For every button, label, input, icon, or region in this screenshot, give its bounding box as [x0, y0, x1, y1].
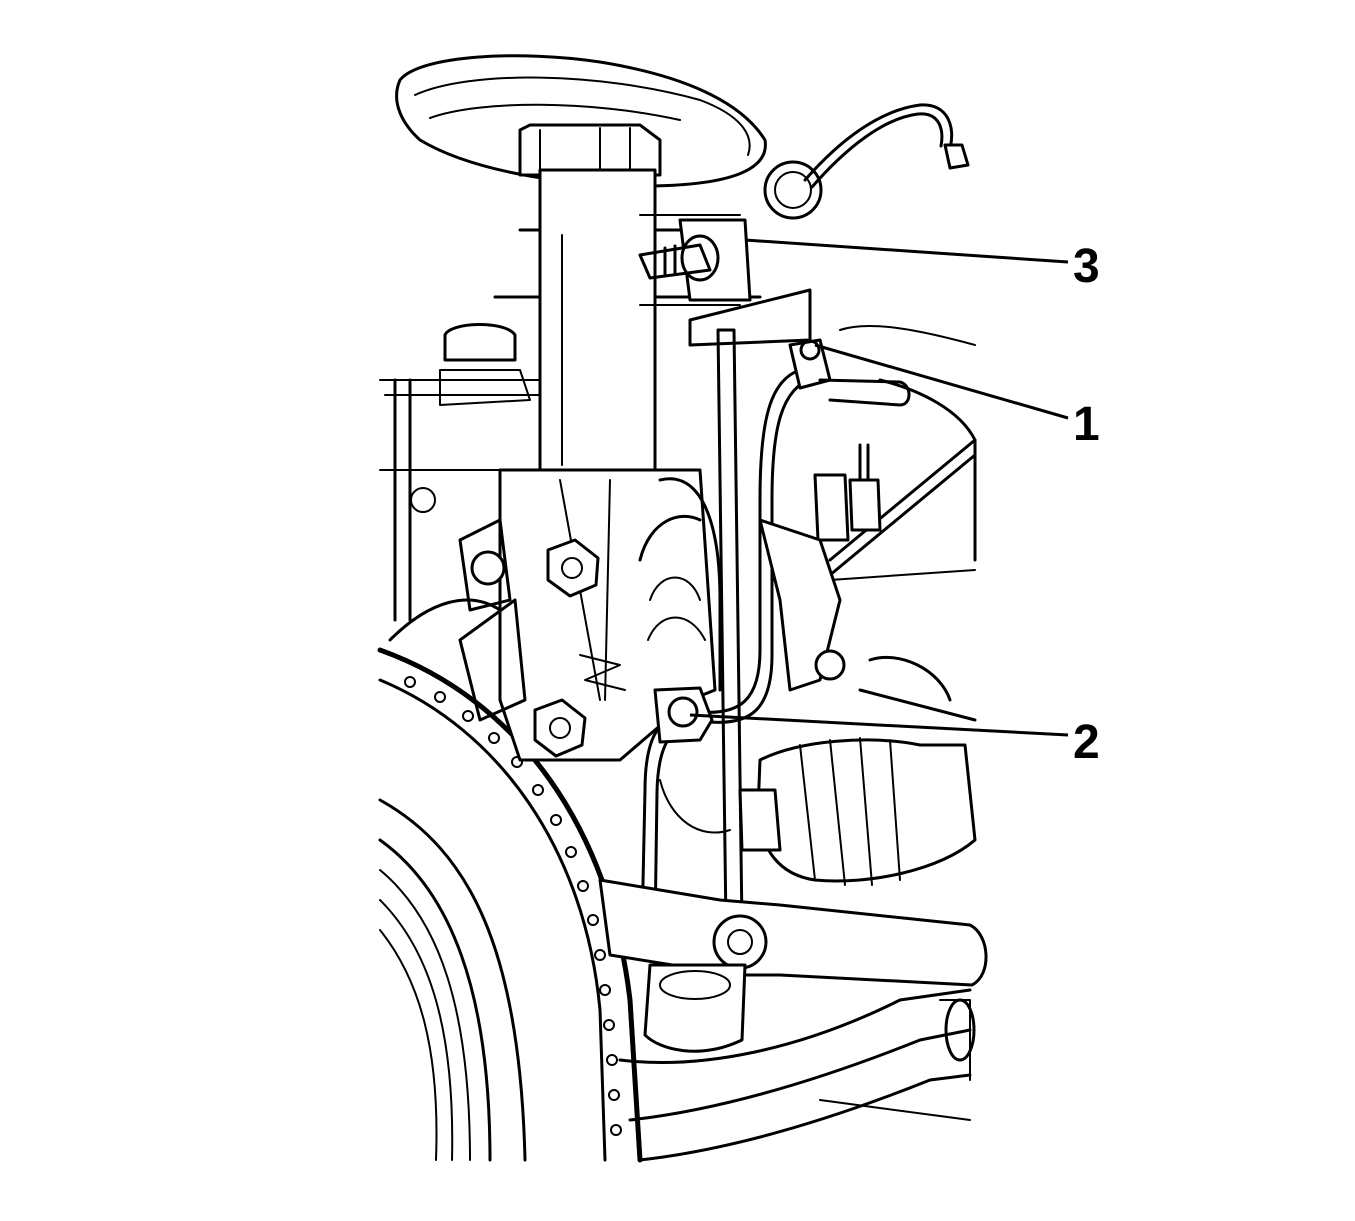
leader-2: [689, 713, 1069, 737]
steering-knuckle: [498, 468, 717, 762]
sensor-harness: [763, 103, 970, 220]
lower-control-arm: [598, 878, 988, 1053]
dust-shield: [638, 477, 731, 834]
lower-link-joint: [653, 686, 714, 744]
callout-2: 2: [1073, 716, 1100, 769]
leader-1: [814, 343, 1069, 420]
callout-leaders: [689, 238, 1069, 737]
engine-bay-left: [379, 323, 541, 722]
subframe: [618, 988, 976, 1162]
strut-upper-mount: [395, 54, 767, 188]
callout-1: 1: [1073, 398, 1100, 451]
leader-3: [744, 238, 1069, 264]
rotor-vent-holes: [404, 676, 622, 1136]
hose-clip: [788, 338, 911, 407]
stabilizer-link-bracket: [638, 218, 752, 302]
engine-bay-right: [758, 325, 977, 722]
callout-3: 3: [1073, 240, 1100, 293]
drive-shaft-boot: [738, 737, 977, 886]
